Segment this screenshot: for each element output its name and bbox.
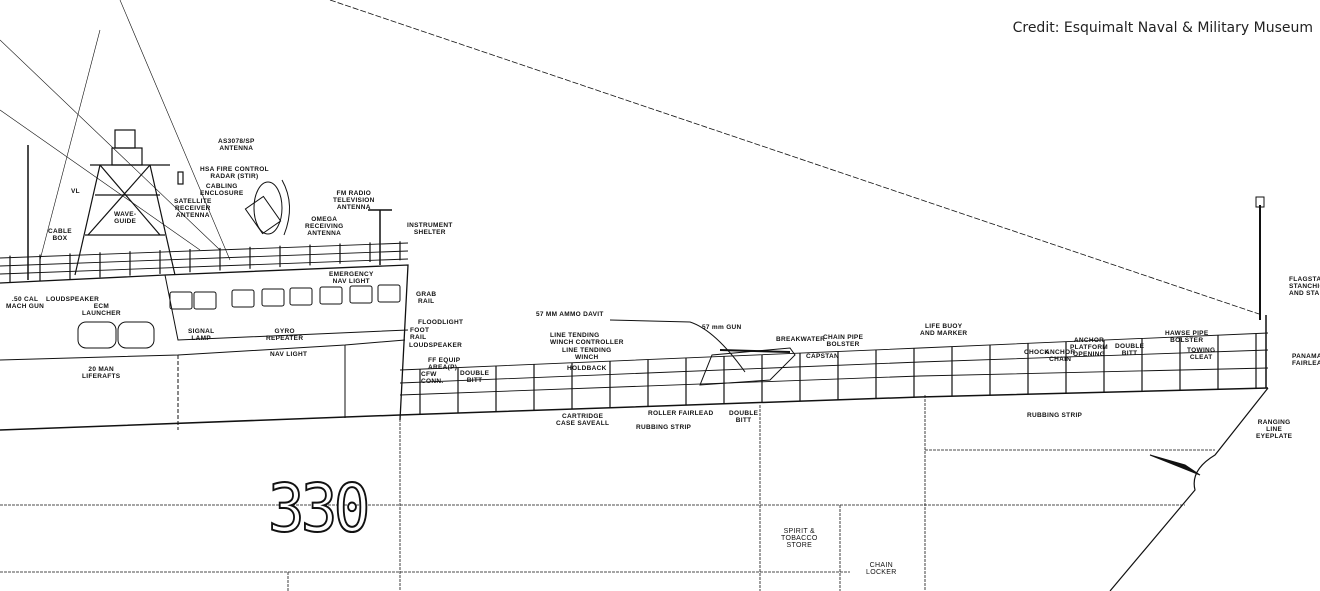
compartment-lines	[0, 395, 1215, 591]
label-life-buoy: LIFE BUOY AND MARKER	[920, 323, 968, 337]
deck-rail-top	[399, 332, 1269, 371]
window	[289, 287, 313, 306]
liferafts	[77, 321, 155, 349]
label-wave-guide: WAVE- GUIDE	[114, 211, 137, 225]
label-hsa-radar: HSA FIRE CONTROL RADAR (STIR)	[200, 166, 269, 180]
upper-railing	[0, 242, 409, 275]
window	[377, 284, 401, 303]
label-loudspeaker-2: LOUDSPEAKER	[409, 342, 463, 349]
label-hawse-pipe-bolster: HAWSE PIPE BOLSTER	[1165, 330, 1209, 344]
bridge-windows	[169, 284, 401, 310]
label-rubbing-strip: RUBBING STRIP	[636, 424, 692, 431]
label-liferafts: 20 MAN LIFERAFTS	[82, 366, 121, 380]
label-holdback: HOLDBACK	[567, 365, 607, 372]
label-cfw-conn: CFW CONN.	[421, 371, 444, 385]
hull-number: 330	[267, 469, 371, 548]
label-gyro-repeater: GYRO REPEATER	[266, 328, 304, 342]
superstructure-outline	[0, 264, 409, 421]
label-ammo-davit: 57 MM AMMO DAVIT	[536, 311, 604, 318]
label-satellite-antenna: SATELLITE RECEIVER ANTENNA	[174, 198, 212, 219]
window	[169, 291, 193, 310]
label-grab-rail: GRAB RAIL	[416, 291, 437, 305]
credit-caption: Credit: Esquimalt Naval & Military Museu…	[1012, 20, 1313, 36]
label-loudspeaker: LOUDSPEAKER	[46, 296, 100, 303]
label-floodlight: FLOODLIGHT	[418, 319, 464, 326]
label-cable-box: CABLE BOX	[48, 228, 72, 242]
label-towing-cleat: TOWING CLEAT	[1187, 347, 1216, 361]
label-roller-fairlead: ROLLER FAIRLEAD	[648, 410, 714, 417]
label-foot-rail: FOOT RAIL	[410, 327, 430, 341]
main-deck-line	[0, 387, 1269, 431]
label-chain-pipe-bolster: CHAIN PIPE BOLSTER	[823, 334, 864, 348]
label-ranging-line-eyeplate: RANGING LINE EYEPLATE	[1256, 419, 1293, 440]
label-cabling-enclosure: CABLING ENCLOSURE	[200, 183, 244, 197]
label-line-tending-winch: LINE TENDING WINCH	[562, 347, 612, 361]
label-nav-light: NAV LIGHT	[270, 351, 308, 358]
label-emergency-nav-light: EMERGENCY NAV LIGHT	[329, 271, 374, 285]
label-cartridge-saveall: CARTRIDGE CASE SAVEALL	[556, 413, 610, 427]
label-as3078-antenna: AS3078/SP ANTENNA	[218, 138, 255, 152]
label-winch-controller: LINE TENDING WINCH CONTROLLER	[550, 332, 624, 346]
label-double-bitt-3: DOUBLE BITT	[1115, 343, 1145, 357]
radar-dish	[244, 179, 290, 236]
window	[261, 288, 285, 307]
label-double-bitt-2: DOUBLE BITT	[729, 410, 759, 424]
label-rubbing-strip-2: RUBBING STRIP	[1027, 412, 1083, 419]
window	[319, 286, 343, 305]
bow-line	[1109, 387, 1269, 591]
label-chock: CHOCK	[1024, 349, 1050, 356]
label-ff-equip-area: FF EQUIP AREA(P)	[428, 357, 461, 371]
window	[193, 291, 217, 310]
label-panama-fairlead: PANAMA FAIRLEA	[1292, 353, 1320, 367]
label-fm-radio-antenna: FM RADIO TELEVISION ANTENNA	[333, 190, 375, 211]
label-instrument-shelter: INSTRUMENT SHELTER	[407, 222, 453, 236]
label-double-bitt: DOUBLE BITT	[460, 370, 490, 384]
label-signal-lamp: SIGNAL LAMP	[188, 328, 215, 342]
label-breakwater: BREAKWATER	[776, 336, 826, 343]
window	[231, 289, 255, 308]
label-vl: VL	[71, 188, 80, 195]
label-chain-locker: CHAIN LOCKER	[866, 562, 897, 576]
label-flagstaff: FLAGSTAF STANCHIO AND STA	[1289, 276, 1320, 297]
label-anchor-chain: ANCHOR CHAIN	[1045, 349, 1076, 363]
window	[349, 285, 373, 304]
label-ecm-launcher: ECM LAUNCHER	[82, 303, 121, 317]
label-50-cal-gun: .50 CAL MACH GUN	[6, 296, 45, 310]
57mm-gun	[609, 319, 796, 386]
label-anchor-platform-opening: ANCHOR PLATFORM OPENING	[1070, 337, 1109, 358]
label-omega-antenna: OMEGA RECEIVING ANTENNA	[305, 216, 344, 237]
forestay-line	[329, 0, 1263, 316]
label-spirit-tobacco-store: SPIRIT & TOBACCO STORE	[781, 528, 818, 549]
label-capstan: CAPSTAN	[806, 353, 840, 360]
deck-rail-lower	[399, 367, 1269, 396]
label-57mm-gun: 57 mm GUN	[702, 324, 742, 331]
lattice-tower	[74, 129, 184, 276]
